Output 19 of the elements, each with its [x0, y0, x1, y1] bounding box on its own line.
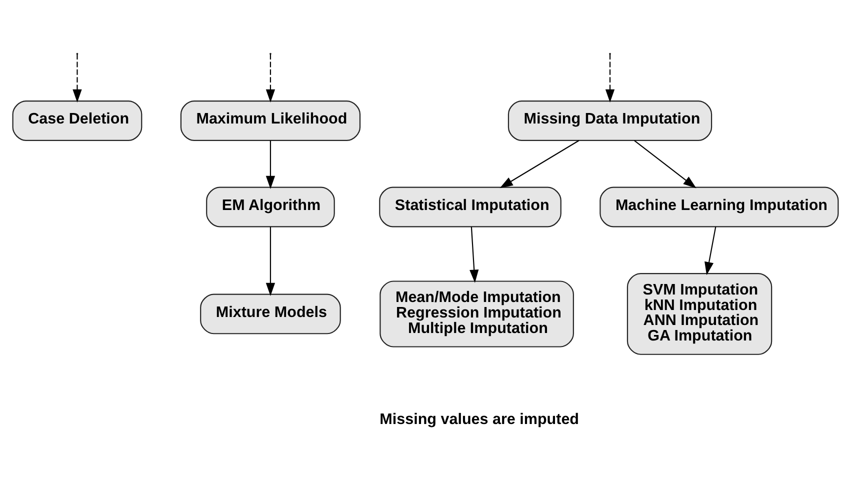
node-box: Maximum Likelihood — [180, 100, 361, 141]
arrow — [470, 226, 479, 283]
node-box: Case Deletion — [12, 100, 142, 141]
arrow — [605, 54, 615, 103]
node-box: Machine Learning Imputation — [600, 186, 839, 228]
label: Missing values are imputed — [380, 410, 580, 428]
arrow — [634, 140, 696, 188]
node-box: EM Algorithm — [206, 186, 335, 228]
arrow — [704, 226, 716, 276]
node-box: Mixture Models — [200, 294, 341, 334]
node-box: Mean/Mode Imputation Regression Imputation Multiple Imputation — [380, 280, 574, 348]
arrow — [500, 140, 580, 188]
node-box: Statistical Imputation — [379, 186, 562, 228]
node-box: SVM Imputation kNN Imputation ANN Imputation GA Imputation — [626, 273, 772, 355]
arrow — [72, 54, 82, 103]
arrow — [266, 140, 276, 189]
arrow — [266, 54, 276, 103]
node-box: Missing Data Imputation — [508, 100, 712, 141]
arrow — [266, 226, 276, 296]
